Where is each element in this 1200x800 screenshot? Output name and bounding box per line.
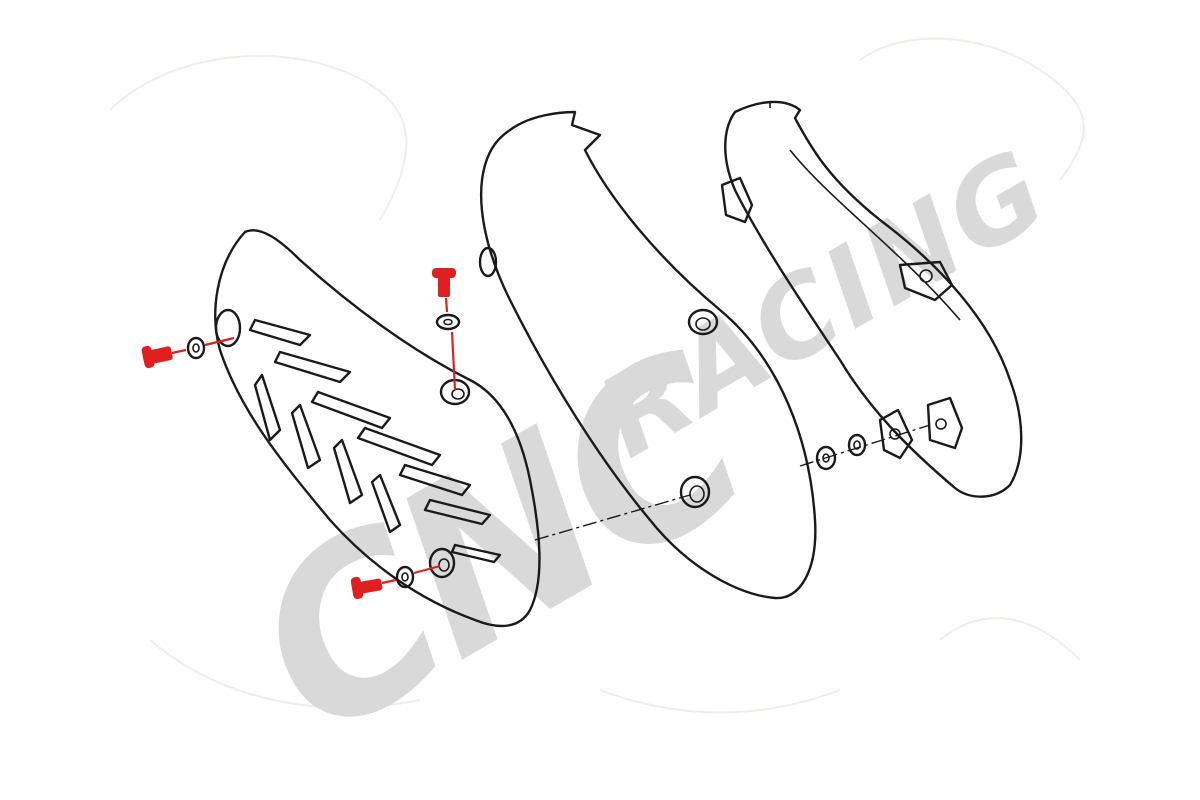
screw-top (432, 268, 461, 391)
watermark-brand-sub: RACING (578, 124, 1070, 482)
middle-heat-shield (478, 110, 817, 600)
alignment-line (534, 494, 691, 541)
brand-watermark: CNC RACING (213, 124, 1070, 790)
screw-left (141, 336, 235, 369)
background-ghost-sketches (109, 37, 1085, 714)
outer-heat-shield-cover (214, 229, 541, 628)
inner-heat-shield-bracket (720, 100, 1023, 498)
right-fastener-group (799, 408, 931, 471)
screw-bottom (350, 564, 441, 600)
